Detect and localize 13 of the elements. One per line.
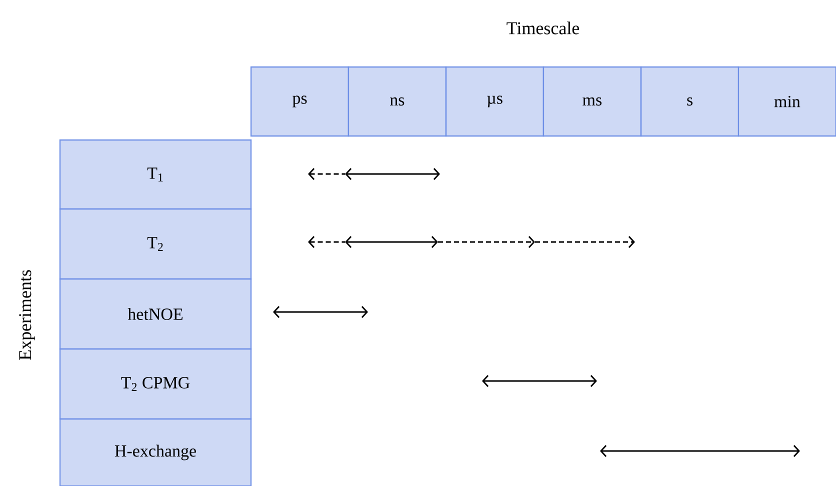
experiment-cell: T$_{2}$ CPMG <box>59 348 252 420</box>
experiment-cell: hetNOE <box>59 278 252 350</box>
timescale-cell: min <box>738 66 836 137</box>
timescale-cell: s <box>640 66 740 137</box>
timescale-cell: ms <box>542 66 642 137</box>
axis-title: Timescale <box>506 22 580 34</box>
axis-title: Experiments <box>19 270 35 360</box>
experiment-cell: H-exchange <box>59 418 252 486</box>
timescale-cell: ps <box>250 66 350 137</box>
experiment-cell: T$_{1}$ <box>59 139 252 210</box>
timescale-cell: ns <box>348 66 447 137</box>
timescale-cell: µs <box>445 66 544 137</box>
experiment-cell: T$_{2}$ <box>59 208 252 280</box>
